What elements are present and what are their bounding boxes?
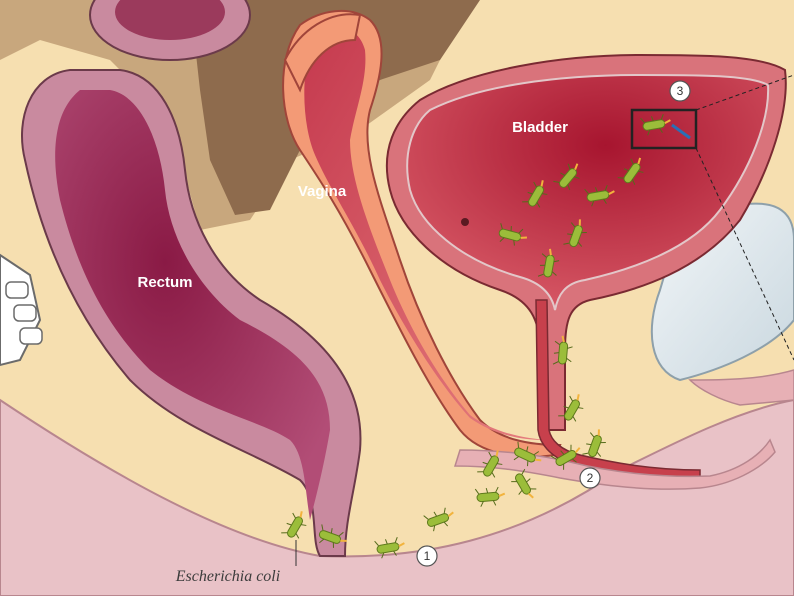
ecoli-label: Escherichia coli: [175, 568, 280, 585]
rectum-label: Rectum: [137, 274, 192, 291]
step-marker-2: 2: [580, 468, 600, 488]
step-marker-1: 1: [417, 546, 437, 566]
svg-text:3: 3: [677, 84, 684, 98]
bladder-label: Bladder: [512, 119, 568, 136]
svg-text:1: 1: [424, 549, 431, 563]
vagina-label: Vagina: [298, 183, 347, 200]
step-marker-3: 3: [670, 81, 690, 101]
tissue-spot: [461, 218, 469, 226]
svg-text:2: 2: [587, 471, 594, 485]
